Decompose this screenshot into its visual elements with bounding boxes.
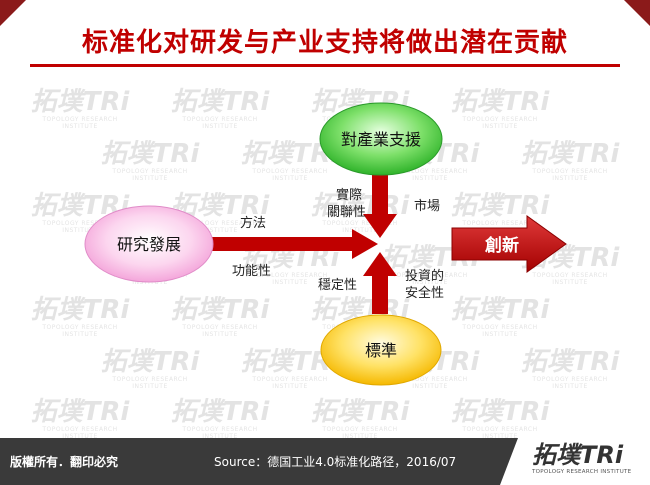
corner-decoration-right xyxy=(624,0,650,26)
label-invest-line2: 安全性 xyxy=(405,286,445,301)
label-invest-line1: 投資的 xyxy=(405,269,445,284)
label-actual-relevance: 實際 關聯性 xyxy=(327,187,366,221)
footer-logo-subtitle: TOPOLOGY RESEARCH INSTITUTE xyxy=(532,469,632,475)
node-research-label: 研究發展 xyxy=(117,235,181,254)
copyright-text: 版權所有．翻印必究 xyxy=(10,455,119,469)
label-method: 方法 xyxy=(240,216,267,231)
label-function: 功能性 xyxy=(232,264,272,279)
label-market: 市場 xyxy=(414,199,441,214)
label-stability: 穩定性 xyxy=(318,278,358,293)
arrow-bottom-to-center xyxy=(363,252,397,314)
title-underline xyxy=(30,64,620,67)
slide-title: 标准化对研发与产业支持将做出潜在贡献 xyxy=(81,28,568,58)
node-industry-support xyxy=(319,102,443,176)
arrow-top-to-center xyxy=(363,172,397,238)
footer-logo: 拓墣TRi TOPOLOGY RESEARCH INSTITUTE xyxy=(500,438,650,485)
node-standard-label: 標準 xyxy=(365,341,397,360)
footer-bar: 版權所有．翻印必究 Source：德国工业4.0标准化路径，2016/07 拓墣… xyxy=(0,438,650,485)
label-actual-line1: 實際 xyxy=(336,188,363,203)
innovation-arrow xyxy=(451,215,567,273)
label-investment-safety: 投資的 安全性 xyxy=(405,268,444,302)
source-text: Source：德国工业4.0标准化路径，2016/07 xyxy=(214,455,457,469)
innovation-label: 創新 xyxy=(484,235,519,256)
node-industry-support-label: 對產業支援 xyxy=(341,130,421,149)
node-research xyxy=(84,205,214,283)
label-actual-line2: 關聯性 xyxy=(327,205,367,220)
node-standard xyxy=(320,314,442,386)
arrow-left-to-center xyxy=(205,229,378,259)
corner-decoration-left xyxy=(0,0,26,26)
footer-logo-text: 拓墣TRi xyxy=(532,441,624,469)
